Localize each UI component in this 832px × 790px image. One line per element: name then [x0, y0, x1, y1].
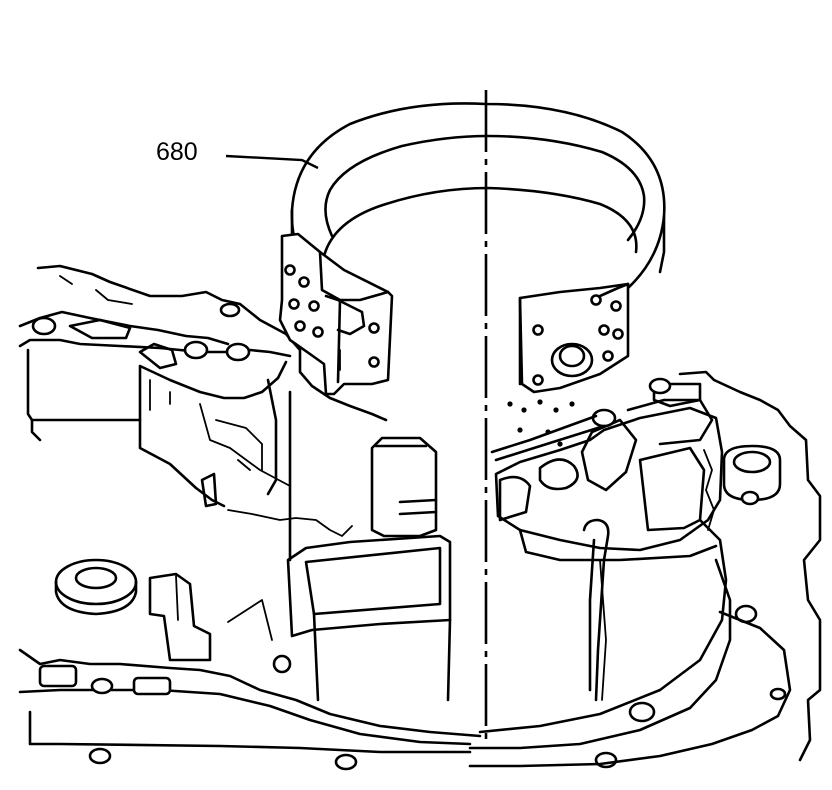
case-casting-line [59, 275, 133, 305]
case-right-outline [678, 370, 822, 762]
case-slot [38, 664, 78, 688]
case-left-wall [26, 348, 288, 422]
linkage-strut [490, 414, 598, 454]
rivet [368, 322, 380, 334]
rivet [298, 276, 310, 288]
band-inner-edge [322, 186, 638, 258]
rivet [532, 374, 544, 386]
case-pin [200, 472, 218, 508]
case-web-line [215, 419, 263, 471]
case-casting-line [149, 379, 291, 487]
band-right-lug [518, 282, 630, 394]
case-bolt-hole [31, 316, 57, 336]
rivet [610, 300, 622, 312]
callout-leader-680 [225, 154, 319, 170]
case-lower-edge [28, 710, 472, 754]
rivet [532, 324, 544, 336]
case-bolt-hole [272, 654, 292, 674]
linkage-bracket-top [626, 398, 714, 446]
case-center-web-detail [227, 509, 353, 537]
case-slot [132, 676, 172, 696]
linkage-spring [703, 449, 715, 531]
linkage-cam [538, 458, 579, 491]
rivet [288, 298, 300, 310]
case-lower-left [18, 648, 482, 738]
rivet [308, 300, 320, 312]
case-bolt-hole [219, 302, 241, 318]
case-lower-rail [18, 688, 472, 746]
case-bore-floor [468, 558, 732, 750]
band-outer-rim [290, 102, 666, 290]
case-bolt-hole [225, 342, 251, 362]
linkage-arm [638, 446, 706, 532]
case-right-flange [468, 610, 792, 768]
case-support-block [370, 436, 438, 538]
linkage-base [518, 528, 718, 562]
linkage-pin [648, 377, 672, 395]
band-left-lug-plate [278, 232, 394, 396]
case-center-web [266, 378, 292, 562]
rivet [294, 320, 306, 332]
linkage-lever [498, 475, 532, 522]
band-right-lug-plate [518, 282, 630, 394]
case-passage [68, 318, 132, 340]
band-anchor-pin [550, 342, 594, 378]
case-left-lower-wall [30, 418, 226, 508]
case-passage [138, 342, 178, 370]
servo-linkage [490, 377, 724, 702]
rivet [368, 356, 380, 368]
case-left-outline [36, 264, 388, 422]
case-right-boss [722, 444, 782, 502]
rivet [612, 328, 624, 340]
band-left-lug [278, 232, 394, 396]
case-bolt-hole [88, 747, 112, 765]
case-bracket-line [175, 575, 273, 641]
case-bolt-hole [740, 490, 760, 506]
washer [54, 558, 138, 616]
case-servo-pad [286, 534, 452, 638]
linkage-housing [494, 406, 724, 552]
band-lower-edge-right [658, 214, 666, 274]
case-boss-bore [732, 450, 772, 474]
feed-tube [582, 518, 610, 702]
brake-band [278, 102, 666, 396]
feed-tube-inner [588, 538, 596, 692]
rivet [598, 324, 610, 336]
callout-label-680: 680 [156, 138, 198, 166]
band-right-lug-face [518, 282, 630, 386]
case-left-flange [18, 338, 292, 358]
band-left-lug-ear [324, 294, 366, 336]
rivet [312, 326, 324, 338]
rivet [602, 350, 614, 362]
rivet [590, 294, 602, 306]
linkage-strut [494, 424, 606, 462]
linkage-bracket [652, 382, 702, 408]
linkage-plate [580, 418, 638, 492]
band-inner-rim [324, 134, 646, 242]
case-bolt-hole [334, 753, 358, 771]
linkage-pivot [591, 408, 617, 428]
rivet [284, 264, 296, 276]
case-bore-wall [478, 518, 728, 734]
case-servo-pad-face [304, 546, 442, 616]
case-bolt-hole [90, 677, 114, 695]
case-bolt-hole [183, 340, 209, 360]
transmission-case [18, 264, 822, 771]
case-bolt-hole [628, 701, 656, 723]
case-bracket [148, 572, 212, 662]
case-support-step [398, 498, 438, 516]
case-bolt-hole [769, 687, 787, 701]
case-servo-pad-lower [312, 612, 452, 702]
linkage-rivets [507, 399, 575, 447]
